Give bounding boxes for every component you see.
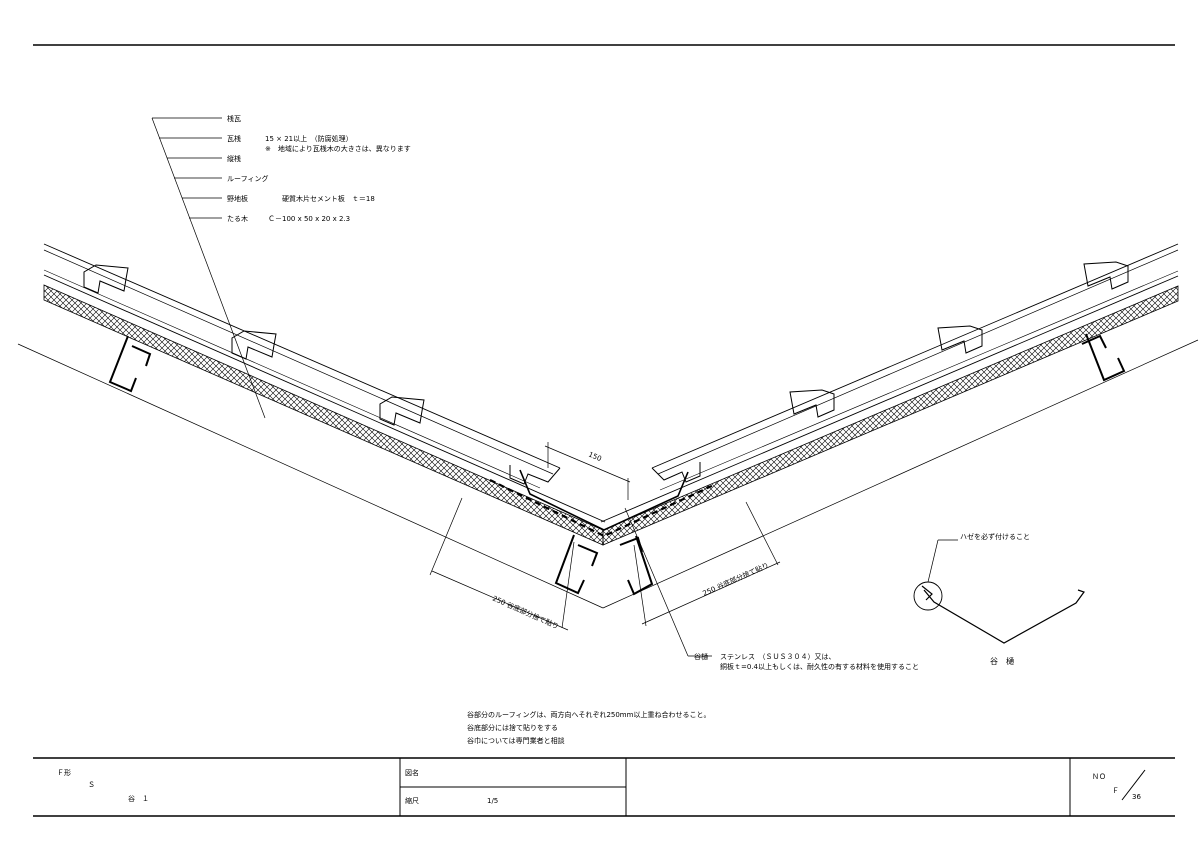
layer-spec-kawarazan: 15 × 21以上 （防腐処理） xyxy=(265,134,353,143)
gutter-detail-label: 谷 樋 xyxy=(990,656,1014,666)
title-s-label: Ｓ xyxy=(88,781,95,789)
layer-leader-lines xyxy=(151,117,266,419)
title-part-label: 谷 １ xyxy=(128,794,149,803)
scale-label: 縮尺 xyxy=(405,796,419,805)
left-reference-line xyxy=(17,343,604,609)
valley-note-label: 谷樋 xyxy=(694,652,708,661)
scale-value: 1/5 xyxy=(487,797,498,805)
sheet-number: 36 xyxy=(1132,793,1141,801)
layer-spec-taruki: Ｃ－100 x 50 x 20 x 2.3 xyxy=(268,215,350,223)
general-notes: 谷部分のルーフィングは、両方向へそれぞれ250mm以上重ね合わせること。 谷底部… xyxy=(467,710,710,745)
valley-gutter-sheet xyxy=(489,469,717,538)
right-sheathing-board xyxy=(602,285,1179,546)
valley-note-line1: ステンレス （ＳＵＳ３０４）又は、 xyxy=(720,653,836,661)
right-rafters xyxy=(619,333,1126,596)
layer-label-taruki: たる木 xyxy=(227,214,248,223)
layer-label-nojiita: 野地板 xyxy=(227,194,248,203)
layer-label-kawarazan: 瓦桟 xyxy=(227,134,241,143)
title-block: Ｆ形 Ｓ 谷 １ 図名 縮尺 1/5 ＮＯ Ｆ 36 xyxy=(33,757,1175,817)
gutter-profile xyxy=(923,589,1085,644)
seam-hook xyxy=(921,585,933,601)
right-reference-line xyxy=(602,339,1199,609)
sheet-prefix: Ｆ xyxy=(1112,787,1119,795)
general-note-1: 谷部分のルーフィングは、両方向へそれぞれ250mm以上重ね合わせること。 xyxy=(467,710,710,719)
right-roof-slope xyxy=(600,243,1199,609)
drawing-name-label: 図名 xyxy=(405,768,419,777)
seam-detail-circle xyxy=(913,581,943,611)
title-type-label: Ｆ形 xyxy=(57,769,71,777)
sheet-number-slash xyxy=(1121,769,1146,801)
dimension-left-250: 250 谷底部分捨て貼り xyxy=(491,594,560,631)
layer-label-roofing: ルーフィング xyxy=(227,174,268,183)
left-rafters xyxy=(108,335,599,595)
left-roof-slope xyxy=(17,243,606,609)
seam-note: ハゼを必ず付けること xyxy=(960,532,1030,541)
valley-note: 谷樋 ステンレス （ＳＵＳ３０４）又は、 銅板ｔ=0.4以上もしくは、耐久性の有… xyxy=(694,652,919,671)
left-tile-bottom-line xyxy=(43,249,554,475)
left-tile-top-line xyxy=(43,243,561,469)
layer-label-tatezan: 縦桟 xyxy=(227,154,241,163)
general-note-2: 谷底部分には捨て貼りをする xyxy=(467,723,558,732)
left-roofing-line xyxy=(43,274,606,523)
no-label: ＮＯ xyxy=(1092,773,1106,781)
right-roofing-line xyxy=(600,275,1179,523)
valley-note-line2: 銅板ｔ=0.4以上もしくは、耐久性の有する材料を使用すること xyxy=(720,662,919,671)
dimension-150: 150 xyxy=(587,450,602,463)
left-sheathing-board xyxy=(43,284,604,546)
layer-note-kawarazan: ※ 地域により瓦桟木の大きさは、異なります xyxy=(265,144,411,153)
right-batten-line xyxy=(659,270,1179,491)
layer-spec-nojiita: 硬質木片セメント板 ｔ＝18 xyxy=(282,194,375,203)
gutter-detail: ハゼを必ず付けること 谷 樋 xyxy=(913,532,1085,666)
left-tiles xyxy=(83,264,561,485)
dimension-lines xyxy=(429,442,781,657)
right-tile-top-line xyxy=(651,243,1179,469)
right-tiles xyxy=(651,261,1129,483)
left-batten-line xyxy=(43,269,541,489)
right-tile-bottom-line xyxy=(657,249,1179,475)
layer-labels: 桟瓦 瓦桟 15 × 21以上 （防腐処理） ※ 地域により瓦桟木の大きさは、異… xyxy=(227,114,411,223)
dimension-right-250: 250 谷底部分捨て貼り xyxy=(701,560,770,597)
layer-label-kawara: 桟瓦 xyxy=(227,114,241,123)
general-note-3: 谷巾については専門業者と相談 xyxy=(467,736,565,745)
